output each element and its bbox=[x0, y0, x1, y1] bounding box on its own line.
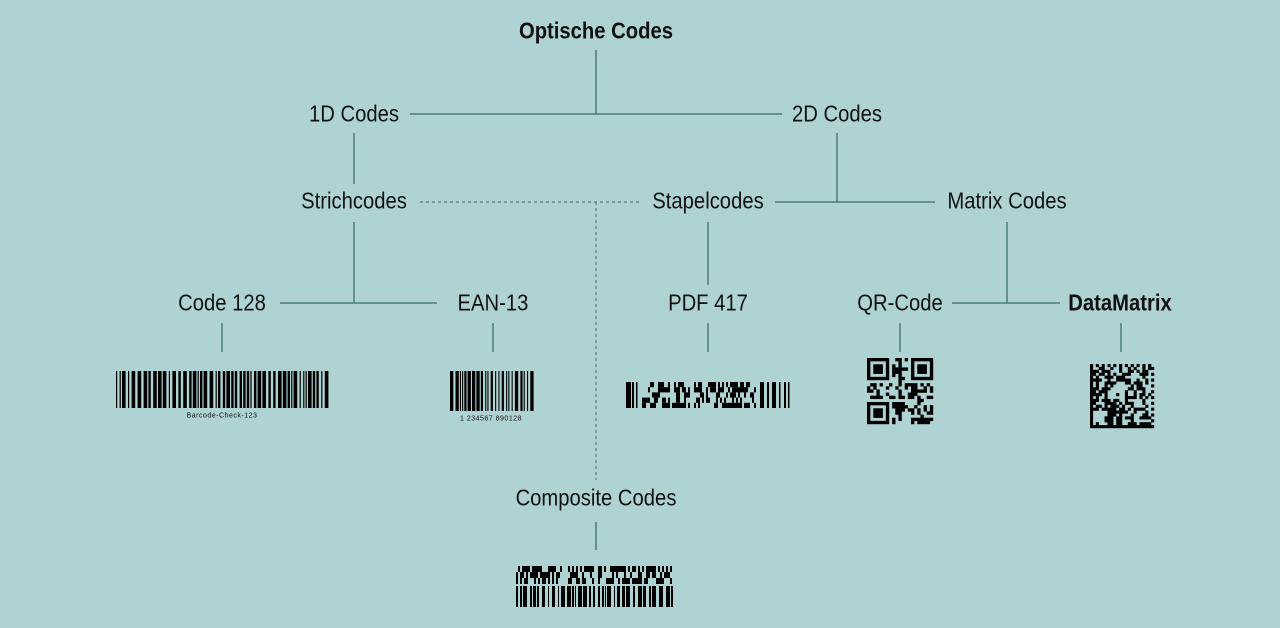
node-matrix-codes: Matrix Codes bbox=[947, 187, 1067, 214]
code128-barcode bbox=[116, 371, 329, 408]
ean13-barcode bbox=[450, 371, 534, 411]
qr-code-graphic bbox=[867, 358, 934, 425]
node-pdf417: PDF 417 bbox=[668, 289, 748, 316]
datamatrix-graphic bbox=[1090, 364, 1155, 429]
dashed-lines bbox=[420, 201, 642, 480]
node-2d-codes: 2D Codes bbox=[791, 100, 883, 127]
node-datamatrix: DataMatrix bbox=[1068, 289, 1172, 316]
code128-caption: Barcode-Check-123 bbox=[186, 412, 258, 420]
node-1d-codes: 1D Codes bbox=[308, 100, 400, 127]
node-ean13: EAN-13 bbox=[457, 289, 529, 316]
node-stapelcodes: Stapelcodes bbox=[652, 187, 764, 214]
composite-barcode bbox=[516, 566, 673, 607]
node-code128: Code 128 bbox=[178, 289, 266, 316]
node-composite-codes: Composite Codes bbox=[515, 484, 677, 511]
ean13-caption: 1 234567 890128 bbox=[460, 415, 522, 423]
node-qr-code: QR-Code bbox=[857, 289, 943, 316]
node-strichcodes: Strichcodes bbox=[301, 187, 407, 214]
node-optische-codes: Optische Codes bbox=[518, 17, 674, 44]
pdf417-barcode bbox=[626, 382, 790, 408]
